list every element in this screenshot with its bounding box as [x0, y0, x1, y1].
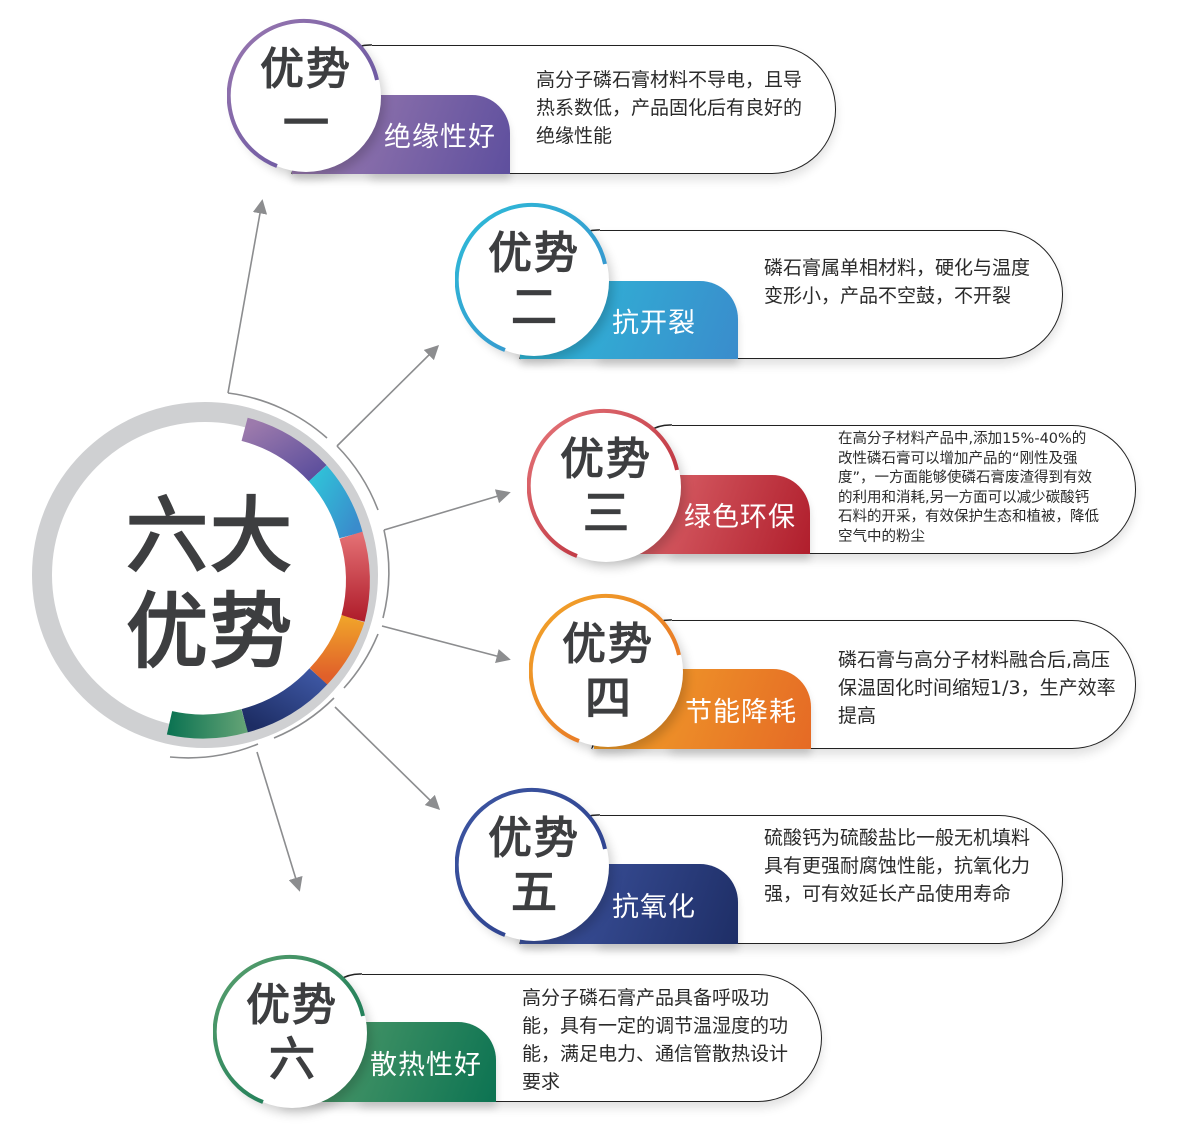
description-text: 高分子磷石膏产品具备呼吸功能，具有一定的调节温湿度的功能，满足电力、通信管散热设… [522, 987, 789, 1093]
tag-text: 绿色环保 [684, 502, 796, 533]
segment-red [339, 531, 370, 622]
badge-word: 优势 [560, 434, 652, 485]
arrow-to-advantage-5 [334, 706, 441, 811]
badge-number: 一 [283, 96, 329, 150]
badge-ring-icon [527, 408, 679, 558]
arrow-to-advantage-4 [381, 625, 511, 664]
badge-word: 优势 [246, 980, 338, 1031]
badge-ring-icon [455, 787, 607, 937]
segment-purple [241, 417, 327, 482]
arrow-to-advantage-3 [383, 489, 511, 531]
badge-number: 四 [585, 671, 631, 725]
badge-word: 优势 [562, 619, 654, 670]
badge-ring-icon [227, 18, 379, 168]
badge-number: 六 [269, 1032, 315, 1086]
description-text: 磷石膏属单相材料，硬化与温度变形小，产品不空鼓，不开裂 [764, 257, 1031, 307]
description-text: 在高分子材料产品中,添加15%-40%的改性磷石膏可以增加产品的“刚性及强度”，… [838, 431, 1099, 545]
description-text: 高分子磷石膏材料不导电，且导热系数低，产品固化后有良好的绝缘性能 [536, 69, 803, 147]
hub-title-line1: 六大 [125, 489, 294, 584]
badge-ring-icon [455, 202, 607, 352]
badge-ring-icon [529, 593, 681, 743]
description-text: 硫酸钙为硫酸盐比一般无机填料具有更强耐腐蚀性能，抗氧化力强，可有效延长产品使用寿… [764, 827, 1031, 905]
advantage-badge: 优势 三 [527, 408, 681, 562]
badge-word: 优势 [260, 44, 352, 95]
advantage-badge: 优势 六 [213, 954, 367, 1108]
badge-word: 优势 [488, 813, 580, 864]
segment-green [166, 709, 248, 739]
badge-number: 二 [511, 280, 557, 334]
badge-ring-icon [213, 954, 365, 1104]
tag-text: 绝缘性好 [384, 122, 496, 153]
badge-number: 五 [511, 865, 557, 919]
arrow-to-advantage-6 [256, 751, 303, 892]
badge-word: 优势 [488, 228, 580, 279]
advantage-badge: 优势 五 [455, 787, 609, 941]
advantage-badge: 优势 四 [529, 593, 683, 747]
tag-text: 散热性好 [370, 1049, 482, 1081]
description-text: 磷石膏与高分子材料融合后,高压保温固化时间缩短1/3，生产效率提高 [838, 649, 1116, 727]
badge-number: 三 [583, 486, 629, 540]
arrow-to-advantage-1 [227, 199, 268, 394]
tag-text: 节能降耗 [685, 696, 797, 728]
arrow-to-advantage-2 [336, 344, 440, 447]
hub-title-line2: 优势 [125, 585, 294, 680]
hub-title: 六大 优势 [95, 485, 325, 685]
advantage-badge: 优势 二 [455, 202, 609, 356]
tag-text: 抗开裂 [612, 307, 696, 339]
tag-text: 抗氧化 [612, 891, 696, 923]
advantage-badge: 优势 一 [227, 18, 381, 172]
